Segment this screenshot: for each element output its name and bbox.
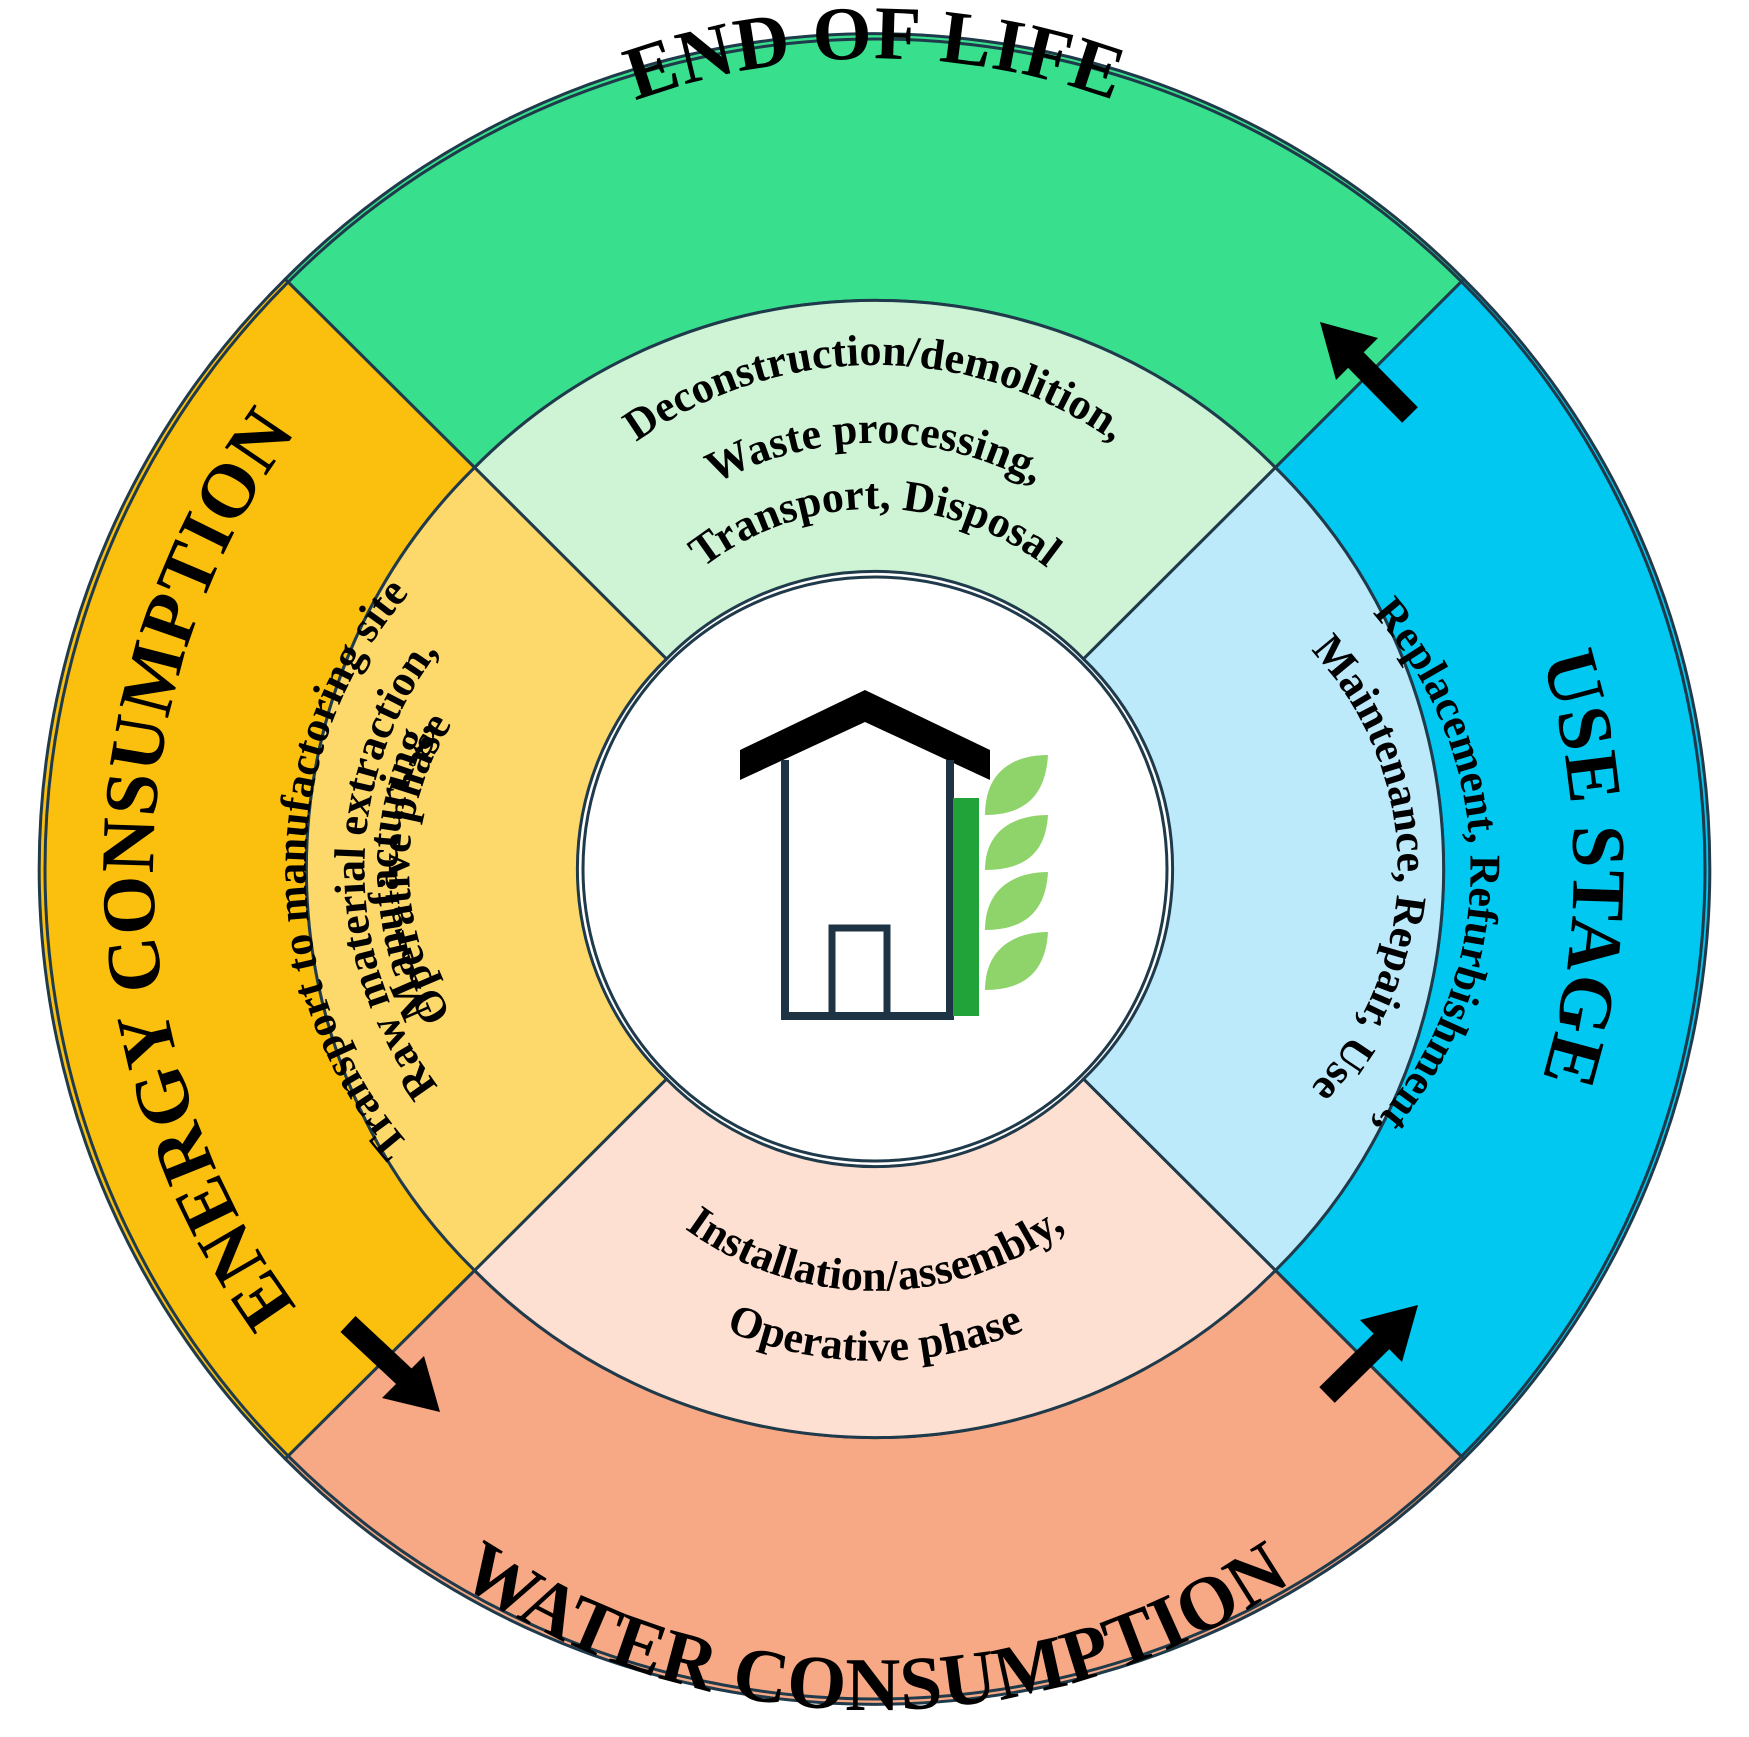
- inner-ring: [304, 298, 1446, 1440]
- product-stage-activities-segment: [304, 465, 669, 1273]
- outer-ring: [37, 32, 1712, 1706]
- use-stage-activities-segment: [1081, 465, 1446, 1273]
- arrow-to-end-of-life: [1320, 322, 1418, 423]
- leaves-icon: [985, 755, 1048, 990]
- center-disc: [581, 575, 1169, 1163]
- construction-activities-segment: [472, 1076, 1278, 1440]
- green-building-icon: [740, 690, 1048, 1020]
- outer-border: [43, 37, 1707, 1701]
- roof-icon: [740, 690, 990, 780]
- green-wall-bar-icon: [953, 798, 979, 1016]
- end-of-life-activities-segment: [472, 298, 1278, 662]
- arrow-to-water-consumption: [340, 1315, 440, 1412]
- door-icon: [828, 924, 891, 1020]
- arrow-to-use-stage: [1319, 1305, 1418, 1403]
